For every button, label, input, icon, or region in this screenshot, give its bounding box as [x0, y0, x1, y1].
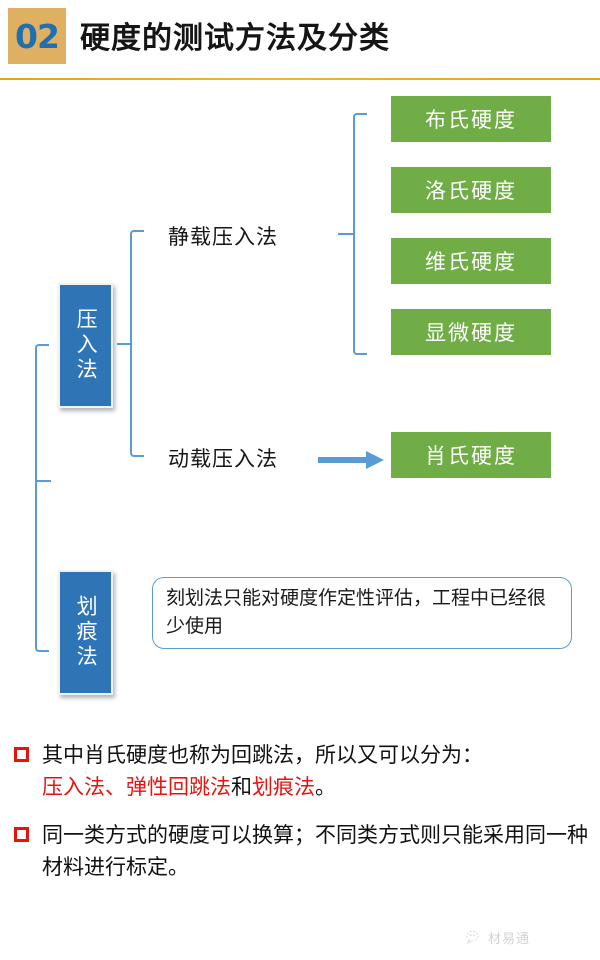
page-title: 硬度的测试方法及分类 — [80, 21, 390, 56]
label-static-load-indentation: 静载压入法 — [168, 225, 278, 249]
bracket-categories-stub — [35, 480, 51, 482]
bracket-indentation-stub — [117, 343, 132, 345]
result-box-shore: 肖氏硬度 — [391, 432, 551, 478]
bracket-static-stub — [338, 233, 355, 235]
bullet-square-icon — [14, 747, 29, 762]
wechat-icon — [466, 930, 479, 945]
bullet-1-red2: 划痕法 — [252, 774, 315, 799]
bracket-indentation-submethods — [130, 230, 144, 457]
result-box-micro: 显微硬度 — [391, 309, 551, 355]
header-divider — [0, 78, 600, 80]
hardness-classification-diagram: 布氏硬度 洛氏硬度 维氏硬度 显微硬度 肖氏硬度 静载压入法 动载压入法 压入法… — [0, 80, 600, 720]
result-box-rockwell: 洛氏硬度 — [391, 167, 551, 213]
arrow-right-icon — [318, 451, 384, 469]
slide-header: 02 硬度的测试方法及分类 — [0, 0, 600, 80]
category-box-scratch: 划痕法 — [58, 570, 113, 695]
watermark: 材易通 — [466, 928, 530, 947]
label-dynamic-load-indentation: 动载压入法 — [168, 447, 278, 471]
watermark-text: 材易通 — [488, 932, 531, 947]
bullet-list: 其中肖氏硬度也称为回跳法，所以又可以分为： 压入法、弹性回跳法和划痕法。 同一类… — [0, 740, 600, 900]
bullet-1-part1: 其中肖氏硬度也称为回跳法，所以又可以分为： — [42, 743, 483, 767]
bracket-static-results — [353, 113, 367, 355]
bullet-1-tail: 。 — [315, 774, 336, 799]
bullet-2-text: 同一类方式的硬度可以换算；不同类方式则只能采用同一种材料进行标定。 — [42, 822, 588, 879]
section-number-badge: 02 — [8, 8, 66, 64]
bullet-1-mid: 和 — [231, 774, 252, 799]
bracket-hardness-categories — [35, 344, 49, 652]
section-number-text: 02 — [15, 16, 60, 56]
bullet-square-icon — [14, 826, 29, 842]
scratch-method-note: 刻划法只能对硬度作定性评估，工程中已经很少使用 — [152, 577, 572, 649]
bullet-shore-hardness: 其中肖氏硬度也称为回跳法，所以又可以分为： 压入法、弹性回跳法和划痕法。 — [0, 740, 600, 804]
bullet-conversion: 同一类方式的硬度可以换算；不同类方式则只能采用同一种材料进行标定。 — [0, 820, 600, 884]
category-box-indentation: 压入法 — [58, 283, 113, 408]
result-box-brinell: 布氏硬度 — [391, 96, 551, 142]
result-box-vickers: 维氏硬度 — [391, 238, 551, 284]
category-label-indentation: 压入法 — [74, 308, 99, 383]
bullet-1-red1: 压入法、弹性回跳法 — [42, 774, 231, 799]
category-label-scratch: 划痕法 — [74, 595, 99, 670]
